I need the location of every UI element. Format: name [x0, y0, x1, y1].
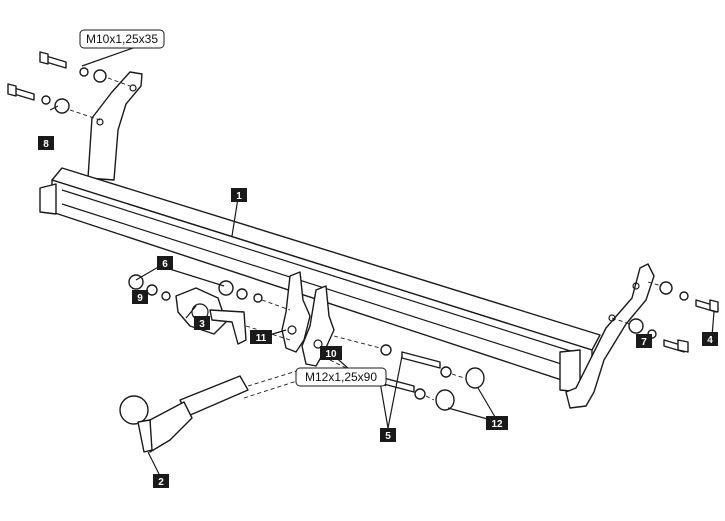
cross-bar — [39, 167, 601, 393]
leader-lines — [49, 41, 715, 477]
bolt-callout-m12: M12x1,25x90 — [295, 367, 387, 387]
bolt-assembly-top — [39, 51, 131, 87]
part-badge-10: 10 — [320, 346, 342, 360]
left-side-bracket — [87, 71, 143, 181]
part-badge-7: 7 — [636, 334, 652, 348]
part-badge-12: 12 — [486, 416, 508, 430]
svg-text:2: 2 — [158, 477, 164, 488]
right-bolt-assembly — [611, 281, 719, 353]
right-side-bracket — [565, 263, 655, 409]
bolt-callout-m10-text: M10x1,25x35 — [86, 32, 158, 46]
part-badge-8: 8 — [38, 136, 54, 150]
svg-text:12: 12 — [491, 419, 503, 430]
svg-text:11: 11 — [256, 333, 267, 344]
svg-text:5: 5 — [385, 431, 391, 442]
svg-text:7: 7 — [641, 337, 647, 348]
part-badge-4: 4 — [702, 332, 718, 346]
part-badge-11: 11 — [250, 330, 272, 344]
part-badge-6: 6 — [157, 256, 173, 270]
bolt-callout-m10: M10x1,25x35 — [79, 29, 165, 49]
svg-text:9: 9 — [137, 293, 143, 304]
part-badge-1: 1 — [231, 188, 247, 202]
svg-text:1: 1 — [236, 191, 242, 202]
bolt-callout-m12-text: M12x1,25x90 — [305, 370, 377, 384]
part-badge-5: 5 — [380, 428, 396, 442]
socket-plate — [175, 287, 247, 345]
part-badge-3: 3 — [194, 316, 210, 330]
svg-text:10: 10 — [325, 349, 337, 360]
ball-mount — [119, 369, 301, 453]
svg-text:4: 4 — [707, 335, 713, 346]
part-badge-9: 9 — [132, 290, 148, 304]
svg-text:8: 8 — [43, 139, 49, 150]
svg-text:6: 6 — [162, 259, 168, 270]
part-badge-2: 2 — [153, 474, 169, 488]
bolt-assembly-left — [7, 83, 101, 121]
svg-text:3: 3 — [199, 319, 205, 330]
